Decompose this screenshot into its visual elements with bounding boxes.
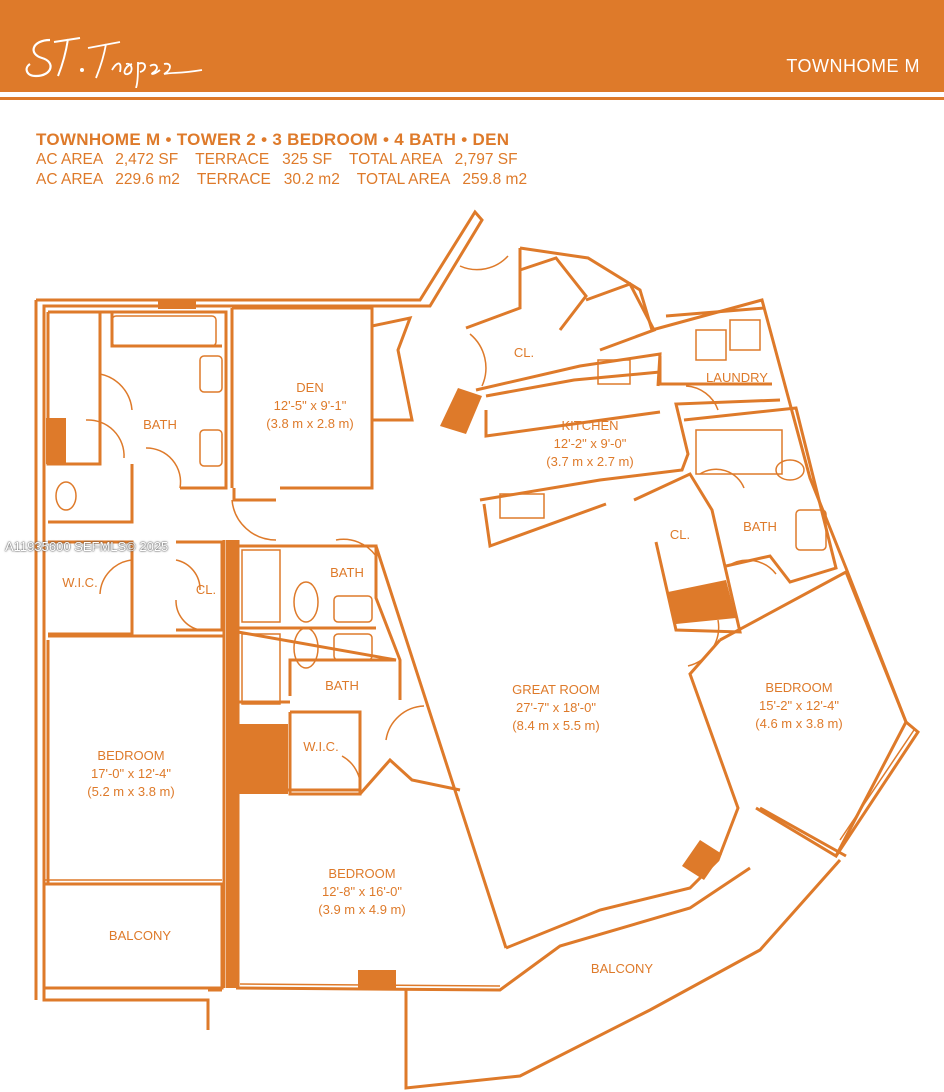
specs-title: TOWNHOME M • TOWER 2 • 3 BEDROOM • 4 BAT…: [36, 130, 510, 149]
mls-watermark: A11935600 SEFMLS© 2025: [5, 539, 169, 554]
balcony-left-label: BALCONY: [109, 928, 171, 943]
cl-right-walls: [633, 472, 742, 634]
cl-top-walls: [519, 256, 588, 331]
cl-right-label: CL.: [670, 527, 690, 542]
bath-master-label: BATH: [143, 417, 177, 432]
laundry-label: LAUNDRY: [706, 370, 768, 385]
column-bottom: [358, 970, 396, 988]
column-kitchen: [440, 388, 482, 434]
st-tropez-logo: [25, 37, 203, 88]
den-dim-m: (3.8 m x 2.8 m): [266, 416, 353, 431]
bedroom-left-dim-m: (5.2 m x 3.8 m): [87, 784, 174, 799]
laundry-walls: [658, 306, 772, 386]
column-bath: [46, 418, 66, 464]
kitchen-label: KITCHEN: [561, 418, 618, 433]
great-room-dim-ft: 27'-7" x 18'-0": [516, 700, 596, 715]
balcony-right-outline: [404, 859, 842, 1090]
bedroom-left-dim-ft: 17'-0" x 12'-4": [91, 766, 171, 781]
bedroom-right-label: BEDROOM: [765, 680, 832, 695]
exterior-wall-left: [36, 209, 484, 1030]
header-divider: [0, 97, 944, 100]
header-band: TOWNHOME M: [0, 0, 944, 92]
bedroom-mid-label: BEDROOM: [328, 866, 395, 881]
bath-mid-top-walls: [238, 544, 402, 700]
wic-left-walls: [48, 540, 134, 636]
balcony-left-outline: [42, 882, 224, 1000]
den-walls: [230, 306, 374, 490]
shaft-wall: [226, 540, 238, 988]
bedroom-right-dim-m: (4.6 m x 3.8 m): [755, 716, 842, 731]
bedroom-mid-dim-m: (3.9 m x 4.9 m): [318, 902, 405, 917]
specs-area-m2: AC AREA 229.6 m2 TERRACE 30.2 m2 TOTAL A…: [36, 171, 528, 188]
wic-mid-label: W.I.C.: [303, 739, 338, 754]
great-room-walls: [505, 639, 740, 950]
balcony-right-label: BALCONY: [591, 961, 653, 976]
column-mid: [238, 724, 288, 794]
bath-master-walls: [46, 310, 228, 490]
bath-mid-bottom-label: BATH: [325, 678, 359, 693]
bedroom-right-dim-ft: 15'-2" x 12'-4": [759, 698, 839, 713]
den-dim-ft: 12'-5" x 9'-1": [274, 398, 347, 413]
bedroom-right-walls: [719, 569, 908, 859]
bath-right-label: BATH: [743, 519, 777, 534]
den-label: DEN: [296, 380, 323, 395]
cl-left-label: CL.: [196, 582, 216, 597]
bath-mid-top-label: BATH: [330, 565, 364, 580]
specs-area-sf: AC AREA 2,472 SF TERRACE 325 SF TOTAL AR…: [36, 151, 518, 168]
great-room-dim-m: (8.4 m x 5.5 m): [512, 718, 599, 733]
kitchen-counter-top: [485, 370, 661, 398]
bath-right-walls: [683, 406, 838, 584]
exterior-wall-right: [519, 246, 920, 857]
kitchen-island: [479, 398, 781, 502]
cl-top-label: CL.: [514, 345, 534, 360]
great-room-label: GREAT ROOM: [512, 682, 600, 697]
unit-title: TOWNHOME M: [786, 56, 920, 76]
column-great-room: [682, 840, 722, 880]
unit-specs: TOWNHOME M • TOWER 2 • 3 BEDROOM • 4 BAT…: [36, 130, 527, 190]
exterior-wall-bottom: [235, 866, 751, 992]
bedroom-left-label: BEDROOM: [97, 748, 164, 763]
column-right: [668, 580, 736, 624]
kitchen-dim-m: (3.7 m x 2.7 m): [546, 454, 633, 469]
column-top: [158, 300, 196, 309]
kitchen-dim-ft: 12'-2" x 9'-0": [554, 436, 627, 451]
wic-left-label: W.I.C.: [62, 575, 97, 590]
bedroom-mid-dim-ft: 12'-8" x 16'-0": [322, 884, 402, 899]
